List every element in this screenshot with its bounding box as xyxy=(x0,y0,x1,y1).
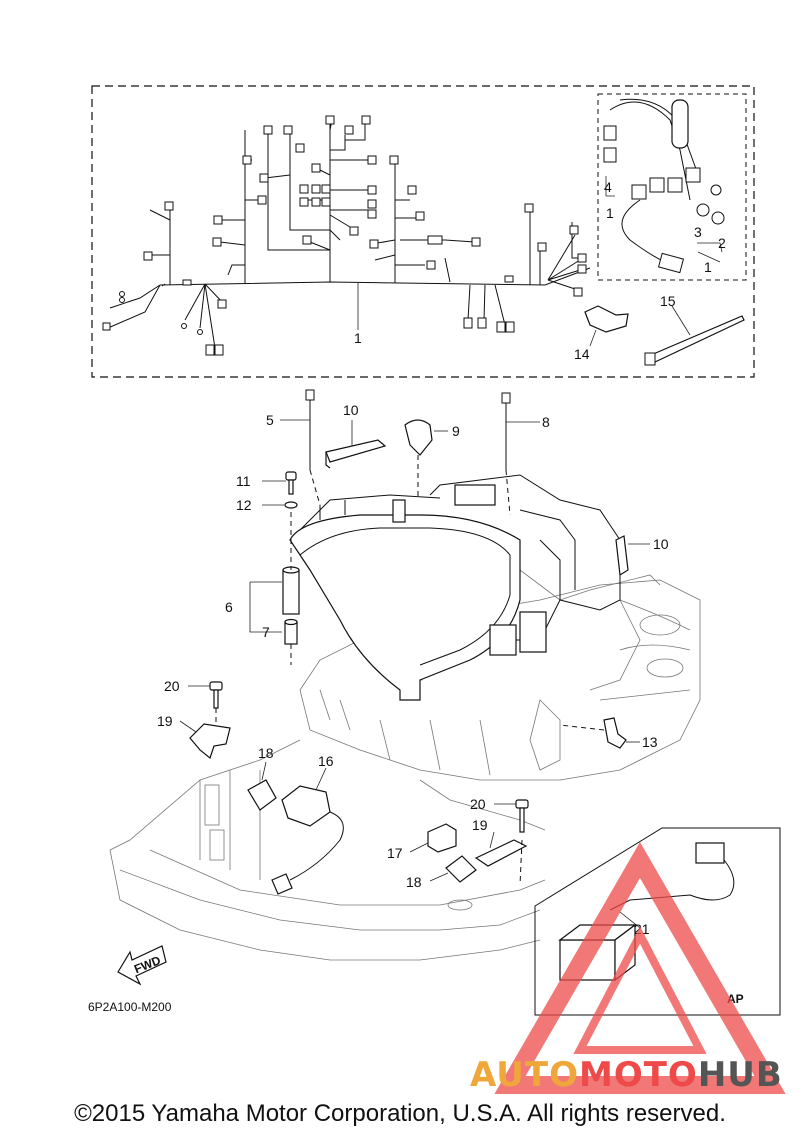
callout-4: 4 xyxy=(604,179,612,195)
part-15-cable-tie xyxy=(650,315,745,363)
part-8-tie xyxy=(501,392,511,404)
part-9-clamp xyxy=(404,419,433,456)
callout-19-right: 19 xyxy=(472,817,488,833)
callout-19-left: 19 xyxy=(157,713,173,729)
part-14-clip xyxy=(584,305,629,333)
callout-1-main: 1 xyxy=(354,330,362,346)
watermark-logo: AUTOMOTOHUB xyxy=(470,1055,783,1095)
callout-15: 15 xyxy=(660,293,676,309)
harness-frame xyxy=(91,85,755,378)
part-18-grommet-left xyxy=(247,779,277,811)
part-17-coupler xyxy=(427,823,457,853)
harness-detail-frame xyxy=(597,93,747,281)
part-10-pad-right xyxy=(615,535,629,577)
callout-1-detail: 1 xyxy=(606,205,614,221)
part-20-bolt-left xyxy=(209,681,223,691)
callout-20-right: 20 xyxy=(470,796,486,812)
part-19-bracket-right xyxy=(474,839,528,867)
part-13-clip xyxy=(603,717,627,749)
lower-cowling xyxy=(109,739,546,961)
callout-10-right: 10 xyxy=(653,536,669,552)
fwd-label: FWD xyxy=(132,953,163,976)
callout-13: 13 xyxy=(642,734,658,750)
part-10-pad-left xyxy=(325,439,387,463)
callout-20-left: 20 xyxy=(164,678,180,694)
callout-10-left: 10 xyxy=(343,402,359,418)
watermark-triangle-icon xyxy=(494,842,786,1094)
callout-18-right: 18 xyxy=(406,874,422,890)
callout-1-detail-lower: 1 xyxy=(704,259,712,275)
logo-hub: HUB xyxy=(697,1055,783,1095)
copyright-notice: ©2015 Yamaha Motor Corporation, U.S.A. A… xyxy=(74,1100,726,1127)
harness-detail xyxy=(603,98,725,274)
callout-16: 16 xyxy=(318,753,334,769)
part-12-washer xyxy=(284,501,298,509)
callout-5: 5 xyxy=(266,412,274,428)
callout-8: 8 xyxy=(542,414,550,430)
callout-14: 14 xyxy=(574,346,590,362)
electrical-bracket xyxy=(289,474,621,701)
logo-auto: AUTO xyxy=(470,1055,579,1095)
part-6-spacer xyxy=(282,569,300,615)
logo-moto: MOTO xyxy=(578,1055,698,1095)
part-19-bracket-left xyxy=(189,723,231,760)
callout-2: 2 xyxy=(718,235,726,251)
callout-18-left: 18 xyxy=(258,745,274,761)
part-7-spacer xyxy=(284,621,298,645)
part-20-bolt-right xyxy=(515,799,529,809)
part-11-bolt xyxy=(285,471,297,481)
callout-3: 3 xyxy=(694,224,702,240)
callout-6: 6 xyxy=(225,599,233,615)
part-16-connector xyxy=(281,785,331,827)
callout-7: 7 xyxy=(262,624,270,640)
wire-harness xyxy=(102,115,591,356)
part-18-grommet-right xyxy=(445,855,477,883)
callout-11: 11 xyxy=(236,473,251,489)
callout-17: 17 xyxy=(387,845,403,861)
fwd-arrow-icon: FWD xyxy=(117,945,167,986)
callout-12: 12 xyxy=(236,497,252,513)
callout-9: 9 xyxy=(452,423,460,439)
part-code: 6P2A100-M200 xyxy=(88,1000,172,1014)
part-5-tie xyxy=(305,389,315,401)
